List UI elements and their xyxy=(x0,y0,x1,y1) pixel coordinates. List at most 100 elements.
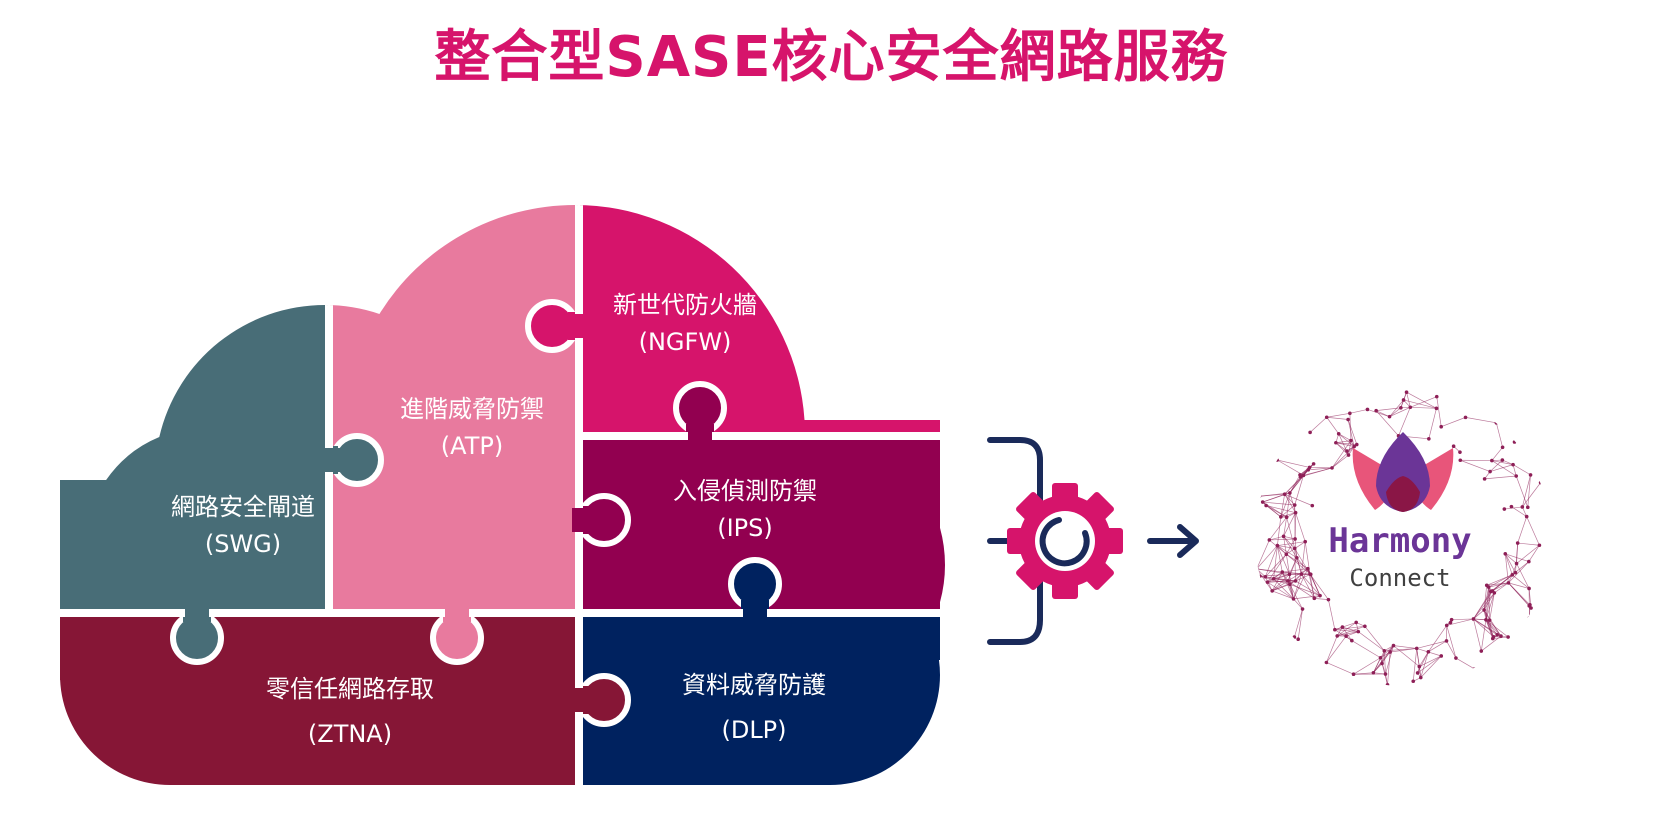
globe-link xyxy=(1446,618,1474,626)
globe-link xyxy=(1516,543,1519,564)
globe-node xyxy=(1306,468,1311,472)
globe-node xyxy=(1363,624,1367,629)
globe-node xyxy=(1514,561,1519,566)
globe-node xyxy=(1308,572,1312,576)
globe-link xyxy=(1481,635,1502,652)
ngfw-abbr: (NGFW) xyxy=(639,328,732,356)
globe-link xyxy=(1289,584,1303,610)
globe-link xyxy=(1485,619,1498,636)
dlp-label: 資料威脅防護 xyxy=(682,671,826,699)
globe-node xyxy=(1292,635,1297,639)
globe-node xyxy=(1267,538,1272,542)
globe-link xyxy=(1485,619,1494,637)
globe-node xyxy=(1427,436,1431,441)
globe-link xyxy=(1376,410,1390,417)
globe-node xyxy=(1509,504,1514,509)
globe-link xyxy=(1277,545,1283,573)
globe-node xyxy=(1382,649,1387,653)
dlp-piece xyxy=(580,614,945,785)
ztna-label: 零信任網路存取 xyxy=(266,675,434,703)
globe-node xyxy=(1510,573,1515,577)
globe-node xyxy=(1344,634,1348,638)
globe-link xyxy=(1511,506,1527,517)
globe-link xyxy=(1342,626,1359,632)
globe-link xyxy=(1280,512,1296,518)
globe-node xyxy=(1270,589,1274,593)
globe-node xyxy=(1326,597,1331,602)
globe-link xyxy=(1272,590,1294,600)
globe-link xyxy=(1308,467,1333,471)
globe-link xyxy=(1326,417,1339,435)
globe-link xyxy=(1526,516,1540,546)
globe-link xyxy=(1358,631,1385,652)
globe-link xyxy=(1295,512,1306,542)
globe-link xyxy=(1284,494,1296,513)
globe-link xyxy=(1334,625,1365,631)
globe-node xyxy=(1385,682,1390,686)
globe-link xyxy=(1331,446,1355,469)
globe-node xyxy=(1284,515,1289,520)
globe-node xyxy=(1495,633,1499,637)
globe-link xyxy=(1381,650,1385,664)
globe-link xyxy=(1345,631,1359,637)
globe-node xyxy=(1439,654,1444,658)
globe-node xyxy=(1311,462,1316,466)
globe-link xyxy=(1334,629,1359,632)
globe-link xyxy=(1389,406,1411,417)
globe-node xyxy=(1414,646,1419,651)
globe-link xyxy=(1375,410,1399,437)
globe-link xyxy=(1485,619,1502,637)
globe-node xyxy=(1408,405,1413,410)
globe-node xyxy=(1488,589,1493,594)
globe-link xyxy=(1286,553,1311,575)
globe-node xyxy=(1527,615,1532,620)
globe-node xyxy=(1263,575,1268,579)
globe-link xyxy=(1491,460,1514,465)
globe-link xyxy=(1295,574,1311,582)
globe-link xyxy=(1256,539,1270,569)
globe-link xyxy=(1286,538,1296,555)
harmony-connect-logo: Harmony Connect xyxy=(1255,390,1543,686)
globe-link xyxy=(1266,505,1296,514)
globe-node xyxy=(1487,618,1492,622)
globe-link xyxy=(1273,578,1296,582)
globe-link xyxy=(1256,545,1278,570)
globe-link xyxy=(1380,651,1391,659)
globe-node xyxy=(1418,675,1423,680)
globe-node xyxy=(1482,477,1487,481)
globe-node xyxy=(1387,414,1392,419)
globe-link xyxy=(1286,517,1296,549)
globe-link xyxy=(1473,609,1485,620)
globe-link xyxy=(1301,541,1306,575)
globe-link xyxy=(1276,459,1304,476)
globe-node xyxy=(1324,660,1329,665)
globe-link xyxy=(1420,655,1442,678)
globe-node xyxy=(1354,442,1359,447)
globe-node xyxy=(1295,555,1299,560)
globe-link xyxy=(1335,440,1351,444)
globe-link xyxy=(1490,574,1513,592)
globe-link xyxy=(1326,662,1354,675)
globe-link xyxy=(1494,582,1509,594)
globe-node xyxy=(1292,503,1297,507)
swg-abbr: (SWG) xyxy=(205,530,281,558)
globe-link xyxy=(1512,574,1530,589)
globe-node xyxy=(1275,543,1280,548)
globe-node xyxy=(1511,462,1515,467)
globe-node xyxy=(1502,507,1507,511)
globe-node xyxy=(1528,603,1532,607)
globe-link xyxy=(1283,535,1296,540)
globe-link xyxy=(1460,459,1491,472)
globe-link xyxy=(1337,625,1365,637)
globe-link xyxy=(1428,625,1448,653)
globe-link xyxy=(1403,399,1437,409)
globe-link xyxy=(1492,636,1509,639)
globe-node xyxy=(1484,617,1488,622)
globe-link xyxy=(1485,591,1492,620)
globe-node xyxy=(1275,458,1279,462)
globe-link xyxy=(1335,442,1355,447)
network-globe-icon xyxy=(1255,390,1543,686)
globe-node xyxy=(1354,620,1358,625)
globe-link xyxy=(1428,408,1437,439)
globe-node xyxy=(1279,515,1283,519)
